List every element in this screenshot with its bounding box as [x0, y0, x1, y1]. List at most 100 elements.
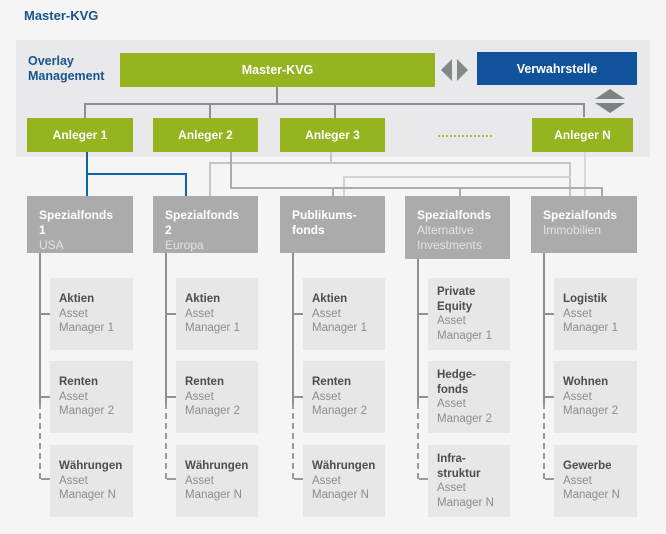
spezialfonds-immobilien-title: Spezialfonds — [543, 208, 618, 222]
overlay-management-label: Overlay Management — [28, 54, 105, 83]
spezialfonds-1-subtitle: USA — [39, 238, 64, 252]
fund-manager: Asset Manager 1 — [59, 307, 114, 335]
publikumsfonds-box: Publikums- fonds — [280, 196, 385, 253]
verwahrstelle-box: Verwahrstelle — [477, 52, 637, 85]
anleger-3-box: Anleger 3 — [280, 118, 385, 152]
fund-manager: Asset Manager 2 — [59, 390, 114, 418]
arrow-left-icon — [441, 59, 452, 81]
fund-title: Renten — [312, 376, 351, 389]
connector-a2-stem — [230, 152, 232, 189]
arrow-up-icon — [595, 89, 625, 99]
fund-manager: Asset Manager N — [59, 474, 116, 502]
arrow-right-icon — [457, 59, 468, 81]
connector-master-stem — [276, 87, 278, 105]
spine-col5 — [543, 253, 545, 403]
fund-manager: Asset Manager 1 — [185, 307, 240, 335]
spezialfonds-2-subtitle: Europa — [165, 238, 204, 252]
tick-col4-fund2 — [419, 396, 428, 398]
spine-col5-dashed — [543, 403, 545, 479]
connector-rail-2 — [343, 176, 571, 178]
fund-title: Aktien — [59, 293, 95, 306]
fund-box-waehrungen-3: Währungen Asset Manager N — [303, 445, 385, 517]
fund-title: Renten — [59, 376, 98, 389]
master-kvg-box-label: Master-KVG — [241, 63, 314, 77]
fund-box-aktien-1: Aktien Asset Manager 1 — [50, 278, 133, 350]
page-title: Master-KVG — [24, 8, 99, 23]
spine-col2-dashed — [165, 403, 167, 479]
fund-title: Währungen — [312, 460, 376, 473]
master-kvg-box: Master-KVG — [120, 53, 435, 87]
spine-col3-dashed — [292, 403, 294, 479]
tick-col2-fund3 — [167, 478, 176, 480]
spezialfonds-2-title: Spezialfonds 2 — [165, 208, 240, 237]
fund-box-renten-3: Renten Asset Manager 2 — [303, 361, 385, 433]
spine-col4 — [417, 259, 419, 403]
fund-title: Währungen — [59, 460, 123, 473]
fund-box-renten-2: Renten Asset Manager 2 — [176, 361, 258, 433]
connector-drop-anlegerN — [583, 105, 585, 117]
tick-col5-fund1 — [545, 313, 554, 315]
fund-manager: Asset Manager N — [437, 482, 494, 509]
tick-col1-fund1 — [41, 313, 50, 315]
spine-col1-dashed — [39, 403, 41, 479]
tick-col5-fund3 — [545, 478, 554, 480]
anleger-n-box: Anleger N — [532, 118, 633, 152]
publikumsfonds-title: Publikums- fonds — [292, 208, 357, 237]
fund-manager: Asset Manager N — [185, 474, 242, 502]
verwahrstelle-label: Verwahrstelle — [516, 61, 598, 76]
connector-rail3-drop-publikums — [332, 189, 334, 196]
tick-col3-fund1 — [294, 313, 303, 315]
fund-box-wohnen: Wohnen Asset Manager 2 — [554, 361, 637, 433]
arrow-down-icon — [595, 103, 625, 113]
anleger-ellipsis-dots — [438, 135, 492, 137]
tick-col4-fund3 — [419, 478, 428, 480]
fund-manager: Asset Manager N — [563, 474, 620, 502]
connector-rail-1 — [209, 162, 571, 164]
connector-rail1-drop-sf2 — [209, 164, 211, 196]
spezialfonds-alternative-subtitle: Alternative Investments — [417, 223, 482, 252]
anleger-1-box: Anleger 1 — [27, 118, 133, 152]
fund-box-gewerbe: Gewerbe Asset Manager N — [554, 445, 637, 517]
fund-title: Private Equity — [437, 286, 476, 313]
fund-box-renten-1: Renten Asset Manager 2 — [50, 361, 133, 433]
fund-title: Hedge- fonds — [437, 369, 476, 396]
fund-title: Logistik — [563, 293, 608, 306]
spezialfonds-immobilien-box: Spezialfonds Immobilien — [531, 196, 637, 253]
fund-box-infrastruktur: Infra- struktur Asset Manager N — [428, 445, 510, 517]
spezialfonds-alternative-title: Spezialfonds — [417, 208, 492, 222]
fund-title: Aktien — [312, 293, 348, 306]
spezialfonds-immobilien-subtitle: Immobilien — [543, 223, 602, 237]
anleger-3-label: Anleger 3 — [305, 128, 360, 142]
connector-a3-stem — [330, 152, 332, 163]
fund-box-logistik: Logistik Asset Manager 1 — [554, 278, 637, 350]
spezialfonds-2-box: Spezialfonds 2 Europa — [153, 196, 258, 253]
fund-manager: Asset Manager 2 — [312, 390, 367, 418]
fund-manager: Asset Manager 1 — [437, 315, 492, 342]
fund-box-private-equity: Private Equity Asset Manager 1 — [428, 278, 510, 350]
fund-title: Währungen — [185, 460, 249, 473]
connector-drop-anleger1 — [84, 105, 86, 118]
connector-rail3-drop-immobilien — [601, 189, 603, 196]
spezialfonds-1-title: Spezialfonds 1 — [39, 208, 114, 237]
connector-blue-rail — [86, 173, 187, 175]
fund-box-waehrungen-2: Währungen Asset Manager N — [176, 445, 258, 517]
spine-col1 — [39, 253, 41, 403]
tick-col2-fund1 — [167, 313, 176, 315]
spine-col3 — [292, 253, 294, 403]
anleger-1-label: Anleger 1 — [52, 128, 108, 142]
connector-drop-anleger2 — [209, 105, 211, 118]
tick-col1-fund3 — [41, 478, 50, 480]
anleger-2-box: Anleger 2 — [153, 118, 258, 152]
fund-box-aktien-3: Aktien Asset Manager 1 — [303, 278, 385, 350]
fund-box-hedgefonds: Hedge- fonds Asset Manager 2 — [428, 361, 510, 433]
fund-title: Gewerbe — [563, 460, 612, 473]
fund-manager: Asset Manager 2 — [563, 390, 618, 418]
fund-manager: Asset Manager 1 — [312, 307, 367, 335]
fund-manager: Asset Manager 2 — [437, 398, 492, 425]
spine-col4-dashed — [417, 403, 419, 479]
fund-title: Infra- struktur — [437, 453, 481, 480]
connector-rail3-drop-alternative — [459, 189, 461, 196]
tick-col4-fund1 — [419, 313, 428, 315]
connector-anlegerN-drop — [584, 152, 586, 196]
